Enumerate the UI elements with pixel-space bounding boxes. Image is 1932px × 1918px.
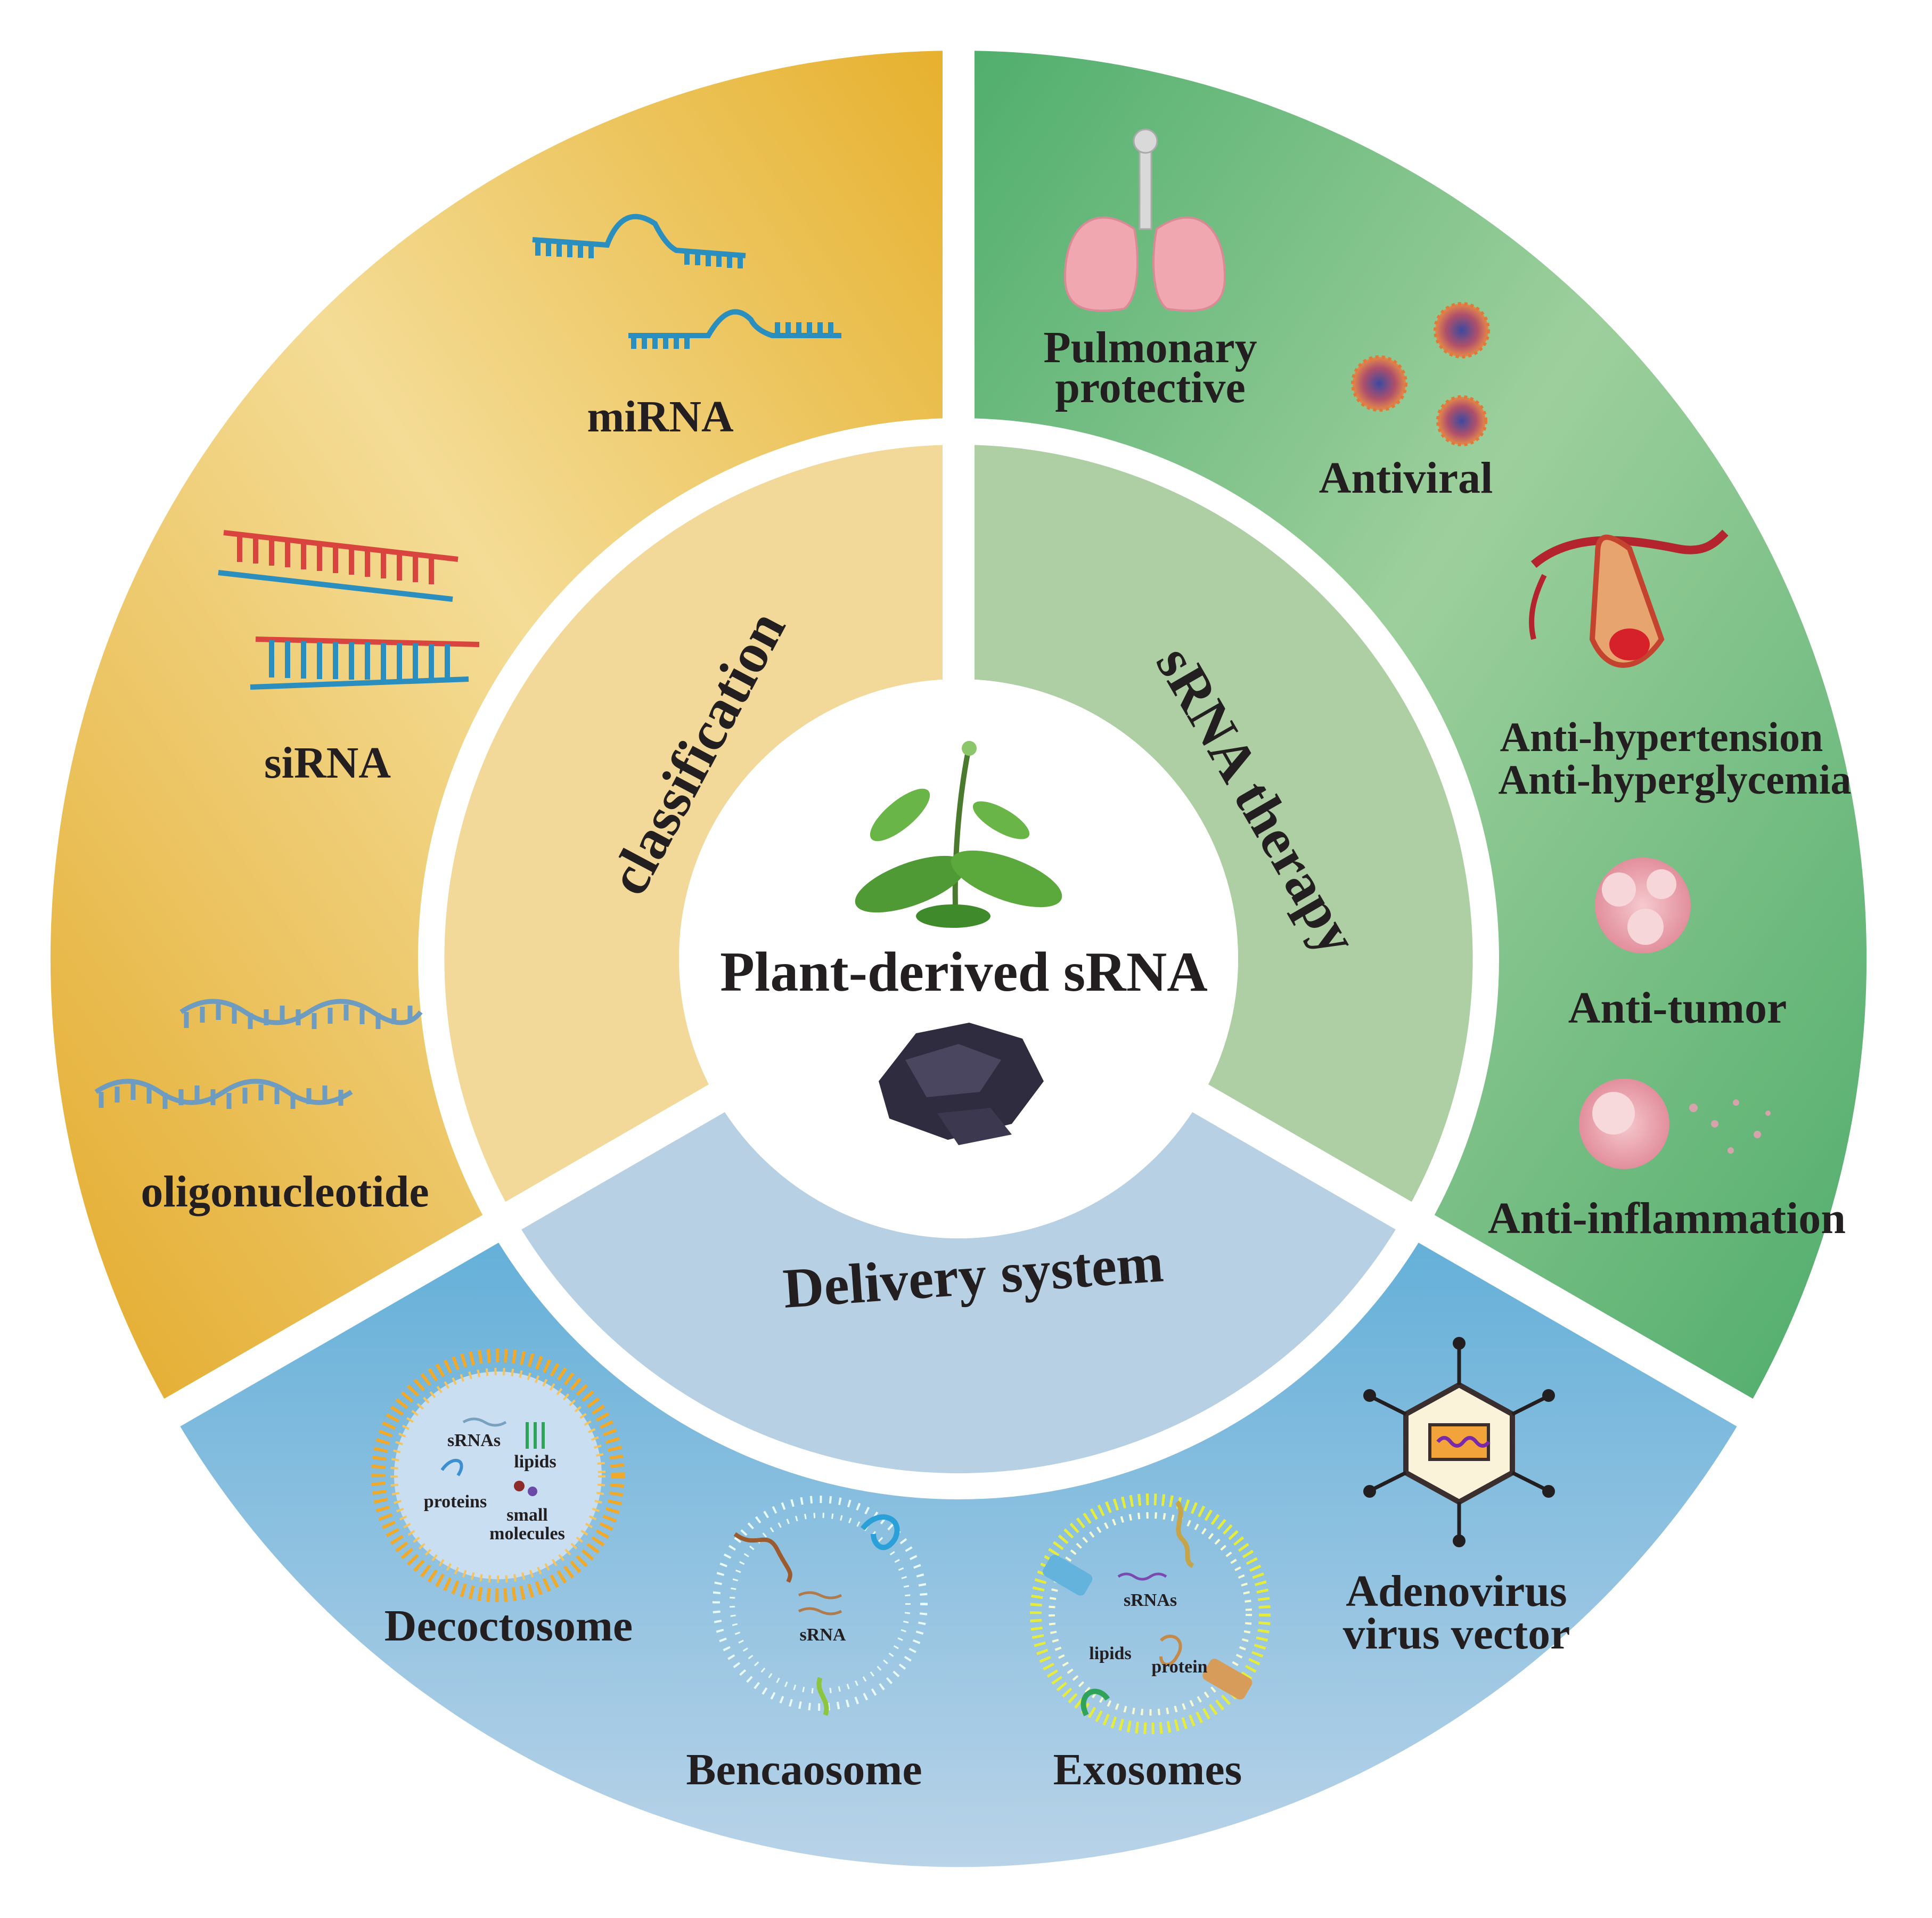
- bencaosome-icon: [713, 1496, 928, 1716]
- mirna-label: miRNA: [587, 392, 734, 442]
- oligonucleotide-icon: [94, 999, 423, 1109]
- pulmonary-label-line1: Pulmonary: [1043, 323, 1257, 372]
- plant-icon: [855, 741, 1062, 928]
- center-title: Plant-derived sRNA: [720, 941, 1208, 1003]
- adenovirus-icon: [1363, 1337, 1555, 1547]
- center-disk-top: [679, 679, 1238, 1238]
- decoctosome-icon: [371, 1349, 625, 1602]
- anti-inflammation-label: Anti-inflammation: [1488, 1194, 1846, 1243]
- sirna-label: siRNA: [264, 738, 391, 788]
- virus-icon: [1351, 302, 1490, 446]
- adenovirus-label-line1: Adenovirus: [1346, 1566, 1567, 1616]
- dried-herb-icon: [879, 1023, 1044, 1145]
- decoctosome-small-label: small: [506, 1505, 547, 1525]
- decoctosome-srnas-label: sRNAs: [447, 1431, 501, 1450]
- decoctosome-lipids-label: lipids: [514, 1452, 556, 1472]
- lungs-icon: [1063, 128, 1226, 312]
- oligonucleotide-label: oligonucleotide: [141, 1167, 429, 1217]
- decoctosome-label: Decoctosome: [384, 1601, 633, 1651]
- anti-hyperglycemia-label: Anti-hyperglycemia: [1499, 756, 1852, 803]
- blood-vessel-icon: [1529, 529, 1729, 668]
- exosome-srnas-label: sRNAs: [1124, 1590, 1177, 1610]
- anti-hypertension-label: Anti-hypertension: [1500, 714, 1823, 760]
- decoctosome-proteins-label: proteins: [424, 1492, 487, 1512]
- exosome-protein-label: protein: [1151, 1657, 1207, 1677]
- bencaosome-srna-label: sRNA: [800, 1625, 846, 1645]
- adenovirus-label-line2: virus vector: [1343, 1609, 1570, 1659]
- exosomes-label: Exosomes: [1053, 1745, 1242, 1794]
- exosome-lipids-label: lipids: [1089, 1644, 1131, 1663]
- exosome-icon: [1030, 1493, 1271, 1734]
- inflammation-cell-icon: [1579, 1079, 1771, 1169]
- decoctosome-molecules-label: molecules: [489, 1524, 565, 1544]
- bencaosome-label: Bencaosome: [686, 1745, 922, 1794]
- sirna-icon: [218, 530, 480, 690]
- anti-tumor-label: Anti-tumor: [1568, 983, 1787, 1033]
- pulmonary-label-line2: protective: [1055, 363, 1246, 412]
- tumor-cell-icon: [1595, 858, 1691, 953]
- antiviral-label: Antiviral: [1319, 453, 1493, 503]
- mirna-icon: [532, 214, 841, 349]
